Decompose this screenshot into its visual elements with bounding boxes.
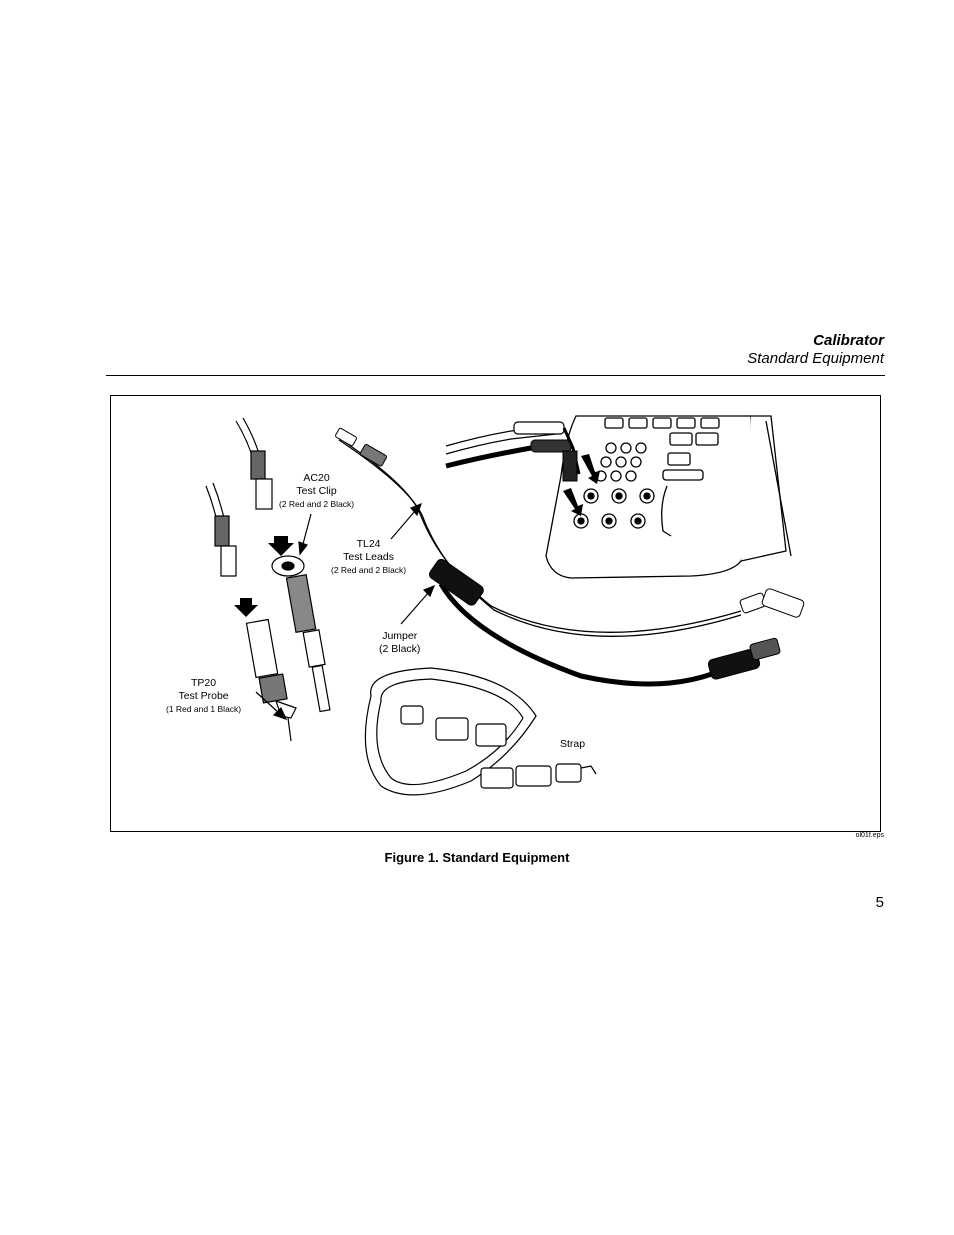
strap (364, 667, 597, 796)
strap-name: Strap (560, 738, 586, 750)
ac20-name: Test Clip (296, 485, 337, 497)
header-title: Calibrator (813, 332, 884, 349)
label-tp20: TP20 Test Probe (1 Red and 1 Black) (166, 677, 241, 716)
figure-caption: Figure 1. Standard Equipment (384, 850, 570, 865)
ac20-test-clip (235, 417, 331, 713)
drop-arrows (234, 536, 294, 617)
tl24-qty: (2 Red and 2 Black) (331, 565, 407, 575)
tl24-name: Test Leads (343, 551, 394, 563)
page-number: 5 (875, 894, 884, 911)
tp20-name: Test Probe (178, 690, 229, 702)
tl24-model: TL24 (356, 538, 381, 550)
calibrator-unit (545, 415, 792, 579)
callout-lines (255, 502, 436, 721)
figure-file-reference: ol01f.eps (855, 832, 884, 839)
jumper-qty: (2 Black) (379, 643, 421, 655)
ac20-model: AC20 (303, 472, 330, 484)
jumper-name: Jumper (382, 630, 418, 642)
tp20-test-probe (205, 482, 297, 742)
label-strap: Strap (560, 738, 585, 751)
equipment-illustration (205, 415, 805, 796)
figure-box: AC20 Test Clip (2 Red and 2 Black) TL24 … (110, 395, 881, 832)
header-rule (106, 375, 885, 376)
jumper-cable (429, 558, 781, 687)
tp20-qty: (1 Red and 1 Black) (166, 704, 242, 714)
header-subtitle: Standard Equipment (747, 350, 884, 367)
ac20-qty: (2 Red and 2 Black) (279, 499, 355, 509)
label-ac20: AC20 Test Clip (2 Red and 2 Black) (279, 472, 354, 511)
label-jumper: Jumper (2 Black) (379, 630, 420, 656)
label-tl24: TL24 Test Leads (2 Red and 2 Black) (331, 538, 406, 577)
insert-arrows (563, 454, 600, 516)
tp20-model: TP20 (191, 677, 217, 689)
